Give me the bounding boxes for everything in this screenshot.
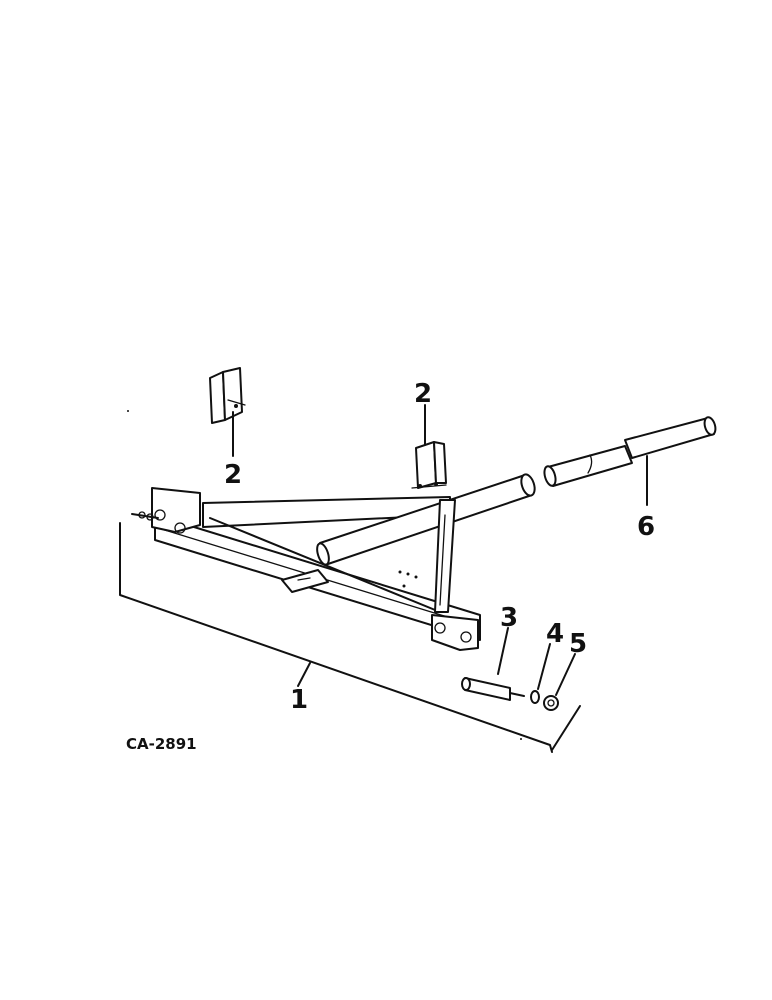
bracket-right bbox=[411, 404, 447, 489]
callout-4: 4 bbox=[546, 619, 564, 649]
pin bbox=[461, 627, 525, 701]
callout-5: 5 bbox=[569, 629, 587, 659]
callout-2-right: 2 bbox=[414, 379, 432, 409]
tongue-tube bbox=[543, 416, 717, 506]
nut bbox=[543, 653, 576, 711]
callout-3: 3 bbox=[500, 603, 518, 633]
figure-id: CA-2891 bbox=[126, 735, 197, 753]
assembly-bracket-right-leg bbox=[551, 705, 581, 751]
scan-speck bbox=[127, 410, 129, 412]
bracket-left bbox=[209, 367, 246, 457]
callout-1-leader bbox=[297, 662, 311, 687]
callout-6: 6 bbox=[637, 512, 655, 542]
callout-1: 1 bbox=[290, 685, 308, 715]
scan-speck bbox=[520, 738, 522, 740]
frame-assembly bbox=[131, 473, 536, 651]
washer bbox=[530, 643, 551, 704]
assembly-bracket-line bbox=[119, 522, 553, 753]
callout-2-left: 2 bbox=[224, 460, 242, 490]
